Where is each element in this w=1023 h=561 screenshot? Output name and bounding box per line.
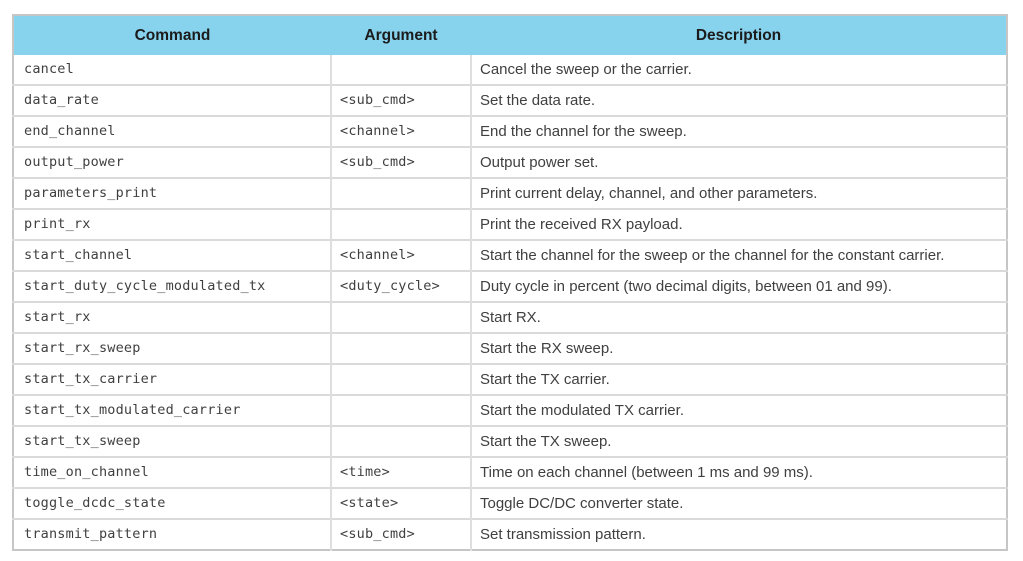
command-cell: transmit_pattern: [13, 518, 332, 550]
command-cell: parameters_print: [13, 177, 332, 209]
command-cell: start_rx: [13, 301, 332, 333]
table-row: transmit_pattern<sub_cmd> Set transmissio…: [13, 518, 1007, 550]
argument-cell: <channel>: [331, 239, 472, 271]
command-cell: start_tx_sweep: [13, 425, 332, 457]
description-text: Start the TX carrier.: [480, 371, 610, 388]
argument-cell: <sub_cmd>: [331, 84, 472, 116]
table-row: print_rx Print the received RX payload.: [13, 208, 1007, 240]
command-cell: start_duty_cycle_modulated_tx: [13, 270, 332, 302]
command-cell: toggle_dcdc_state: [13, 487, 332, 519]
column-header-command: Command: [13, 15, 331, 55]
table-row: start_rx Start RX.: [13, 301, 1007, 333]
description-text: Time on each channel (between 1 ms and 9…: [480, 464, 813, 481]
description-text: Duty cycle in percent (two decimal digit…: [480, 278, 892, 295]
description-cell: Duty cycle in percent (two decimal digit…: [471, 270, 1007, 302]
table-body: cancel Cancel the sweep or the carrier. da…: [13, 55, 1007, 550]
description-text: Cancel the sweep or the carrier.: [480, 61, 692, 78]
command-reference-table-container: Command Argument Description cancel Cance…: [12, 14, 1008, 551]
description-cell: Start the TX sweep.: [471, 425, 1007, 457]
table-row: cancel Cancel the sweep or the carrier.: [13, 55, 1007, 85]
description-cell: Set transmission pattern.: [471, 518, 1007, 550]
description-cell: Start RX.: [471, 301, 1007, 333]
description-cell: Start the channel for the sweep or the c…: [471, 239, 1007, 271]
table-row: time_on_channel<time> Time on each channe…: [13, 456, 1007, 488]
argument-cell: [331, 332, 472, 364]
description-cell: Set the data rate.: [471, 84, 1007, 116]
description-cell: Time on each channel (between 1 ms and 9…: [471, 456, 1007, 488]
description-text: Start the TX sweep.: [480, 433, 612, 450]
description-text: Output power set.: [480, 154, 599, 171]
table-row: data_rate<sub_cmd> Set the data rate.: [13, 84, 1007, 116]
description-cell: Toggle DC/DC converter state.: [471, 487, 1007, 519]
argument-cell: [331, 301, 472, 333]
argument-cell: [331, 394, 472, 426]
description-cell: End the channel for the sweep.: [471, 115, 1007, 147]
argument-cell: <channel>: [331, 115, 472, 147]
table-header: Command Argument Description: [13, 15, 1007, 55]
command-cell: start_tx_modulated_carrier: [13, 394, 332, 426]
table-row: start_channel<channel> Start the channel …: [13, 239, 1007, 271]
command-cell: start_channel: [13, 239, 332, 271]
description-text: Toggle DC/DC converter state.: [480, 495, 684, 512]
argument-cell: [331, 177, 472, 209]
column-header-argument: Argument: [331, 15, 471, 55]
description-text: Start the RX sweep.: [480, 340, 614, 357]
column-header-description: Description: [471, 15, 1007, 55]
description-cell: Start the modulated TX carrier.: [471, 394, 1007, 426]
description-text: Print current delay, channel, and other …: [480, 185, 818, 202]
command-cell: time_on_channel: [13, 456, 332, 488]
argument-cell: [331, 208, 472, 240]
description-cell: Start the RX sweep.: [471, 332, 1007, 364]
table-row: parameters_print Print current delay, cha…: [13, 177, 1007, 209]
argument-cell: <duty_cycle>: [331, 270, 472, 302]
argument-cell: <sub_cmd>: [331, 146, 472, 178]
command-cell: data_rate: [13, 84, 332, 116]
description-text: Start the channel for the sweep or the c…: [480, 247, 945, 264]
command-cell: end_channel: [13, 115, 332, 147]
description-cell: Print current delay, channel, and other …: [471, 177, 1007, 209]
command-cell: start_rx_sweep: [13, 332, 332, 364]
argument-cell: <time>: [331, 456, 472, 488]
description-cell: Cancel the sweep or the carrier.: [471, 55, 1007, 85]
argument-cell: [331, 425, 472, 457]
table-row: start_duty_cycle_modulated_tx<duty_cycle…: [13, 270, 1007, 302]
description-cell: Start the TX carrier.: [471, 363, 1007, 395]
table-row: start_tx_carrier Start the TX carrier.: [13, 363, 1007, 395]
command-cell: output_power: [13, 146, 332, 178]
command-cell: start_tx_carrier: [13, 363, 332, 395]
table-row: start_tx_sweep Start the TX sweep.: [13, 425, 1007, 457]
description-cell: Print the received RX payload.: [471, 208, 1007, 240]
command-cell: print_rx: [13, 208, 332, 240]
command-cell: cancel: [13, 55, 332, 85]
argument-cell: [331, 55, 472, 85]
table-row: start_tx_modulated_carrier Start the modu…: [13, 394, 1007, 426]
argument-cell: <sub_cmd>: [331, 518, 472, 550]
description-text: Start RX.: [480, 309, 541, 326]
argument-cell: <state>: [331, 487, 472, 519]
description-text: Print the received RX payload.: [480, 216, 683, 233]
description-text: Set transmission pattern.: [480, 526, 646, 543]
table-row: end_channel<channel> End the channel for …: [13, 115, 1007, 147]
argument-cell: [331, 363, 472, 395]
description-cell: Output power set.: [471, 146, 1007, 178]
description-text: Set the data rate.: [480, 92, 596, 109]
command-reference-table: Command Argument Description cancel Cance…: [12, 14, 1008, 551]
table-header-row: Command Argument Description: [13, 15, 1007, 55]
description-text: Start the modulated TX carrier.: [480, 402, 684, 419]
table-row: toggle_dcdc_state<state> Toggle DC/DC con…: [13, 487, 1007, 519]
description-text: End the channel for the sweep.: [480, 123, 687, 140]
table-row: start_rx_sweep Start the RX sweep.: [13, 332, 1007, 364]
table-row: output_power<sub_cmd> Output power set.: [13, 146, 1007, 178]
